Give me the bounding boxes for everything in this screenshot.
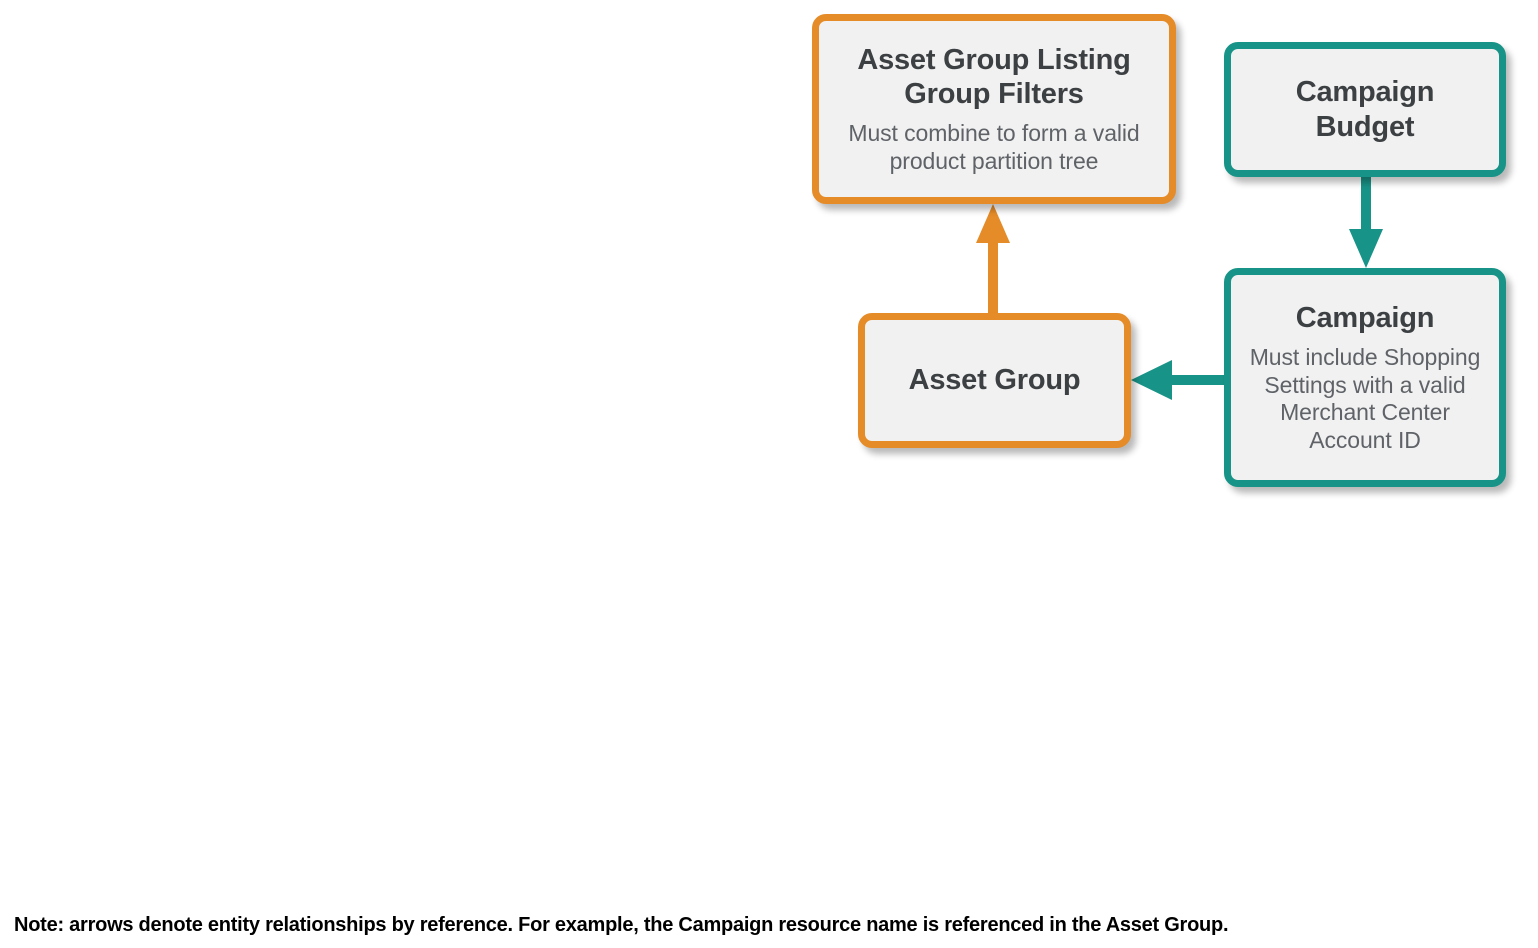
node-campaign[interactable]: Campaign Must include Shopping Settings … [1224,268,1506,487]
node-title: Campaign Budget [1295,76,1435,143]
node-campaign-budget[interactable]: Campaign Budget [1224,42,1506,177]
arrowhead-up-orange-icon [976,204,1010,243]
node-title: Asset Group [908,364,1081,397]
edge-campaign-to-asset-group [1131,360,1224,400]
node-subtitle: Must combine to form a valid product par… [848,120,1140,174]
edge-asset-group-to-filters [976,204,1010,313]
edge-campaign-budget-to-campaign [1349,177,1383,268]
node-subtitle: Must include Shopping Settings with a va… [1249,343,1481,453]
node-asset-group-listing-group-filters[interactable]: Asset Group Listing Group Filters Must c… [812,14,1176,204]
arrowhead-down-teal-icon [1349,229,1383,268]
node-asset-group[interactable]: Asset Group [858,313,1131,448]
diagram-footer-note: Note: arrows denote entity relationships… [14,914,1229,936]
node-title: Asset Group Listing Group Filters [857,43,1131,110]
arrowhead-left-teal-icon [1131,360,1172,400]
node-title: Campaign [1295,301,1435,334]
